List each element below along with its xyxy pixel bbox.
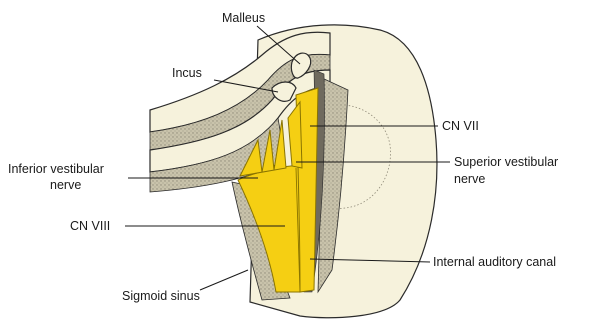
label-inferior-vestibular-2: nerve bbox=[50, 178, 81, 192]
sigmoid-sinus-leader bbox=[200, 270, 248, 290]
label-inferior-vestibular-1: Inferior vestibular bbox=[8, 162, 104, 176]
label-sigmoid-sinus: Sigmoid sinus bbox=[122, 289, 200, 303]
label-superior-vestibular-2: nerve bbox=[454, 172, 485, 186]
label-cn-viii: CN VIII bbox=[70, 219, 110, 233]
label-malleus: Malleus bbox=[222, 11, 265, 25]
label-incus: Incus bbox=[172, 66, 202, 80]
label-internal-auditory-canal: Internal auditory canal bbox=[433, 255, 556, 269]
label-cn-vii: CN VII bbox=[442, 119, 479, 133]
label-superior-vestibular-1: Superior vestibular bbox=[454, 155, 558, 169]
